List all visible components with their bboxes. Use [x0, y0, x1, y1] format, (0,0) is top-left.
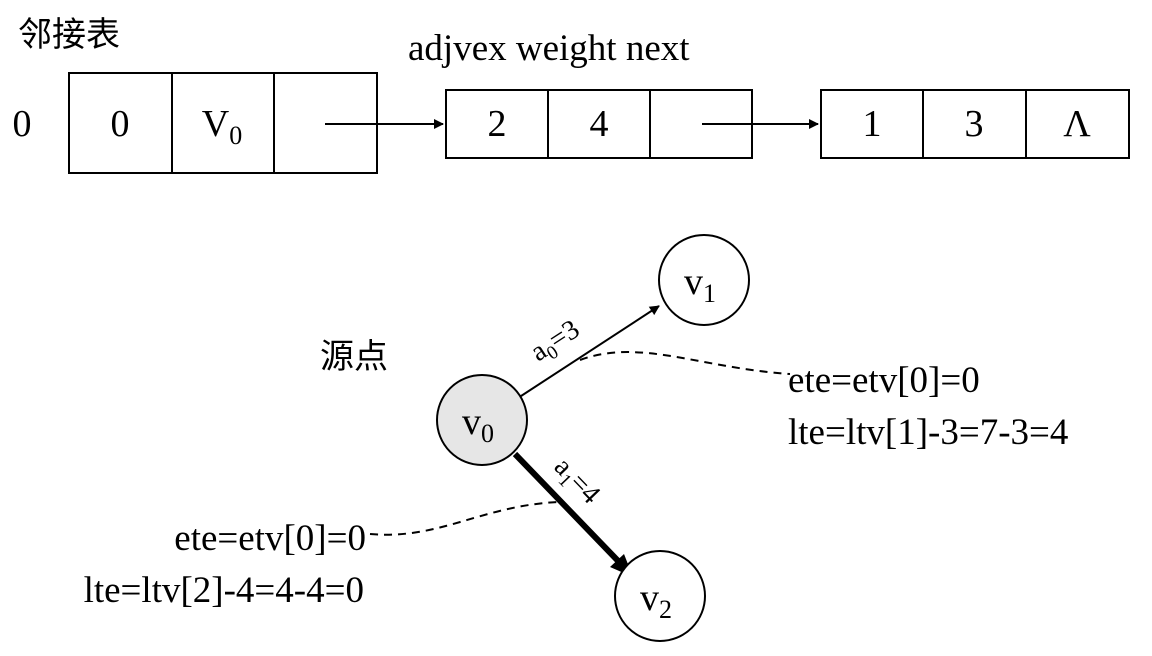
- edge-v0-v1: [517, 305, 660, 399]
- edge-label-a1: a1=4: [545, 451, 606, 513]
- edge-node-box: [445, 89, 753, 159]
- graph-node-v0: v0: [436, 374, 528, 466]
- graph-node-v0-label: v0: [462, 401, 494, 448]
- vertex-cell-name: V0: [202, 103, 242, 150]
- graph-node-v2-label: v2: [640, 577, 672, 624]
- annotation-leader-a0: [579, 351, 791, 375]
- field-header: adjvex weight next: [408, 28, 690, 69]
- edge-node: 1 3 Λ: [820, 89, 1130, 159]
- edge-weight: 4: [590, 103, 609, 145]
- annotation-a0-lte: lte=ltv[1]-3=7-3=4: [788, 412, 1068, 453]
- annotation-a1-ete: ete=etv[0]=0: [174, 518, 366, 559]
- annotation-a1-lte: lte=ltv[2]-4=4-4=0: [84, 570, 364, 611]
- edge-v0-v2: [512, 451, 625, 568]
- edge-adjvex: 2: [488, 103, 507, 145]
- edge-node: 2 4: [445, 89, 753, 159]
- graph-node-v1-label: v1: [684, 261, 716, 308]
- edge-adjvex: 1: [863, 103, 882, 145]
- vertex-cell-index: 0: [111, 103, 130, 145]
- edge-label-a0: a0=3: [525, 314, 587, 372]
- graph-node-v1-circle: [658, 234, 750, 326]
- adjacency-list-title: 邻接表: [18, 15, 120, 55]
- source-label: 源点: [320, 337, 388, 377]
- graph-node-v2: v2: [614, 550, 706, 642]
- edge-node-box: [820, 89, 1130, 159]
- null-pointer-symbol: Λ: [1063, 103, 1091, 145]
- graph-node-v2-circle: [614, 550, 706, 642]
- annotation-leader-a1: [369, 501, 559, 536]
- vertex-index: 0: [13, 103, 32, 145]
- graph-node-v0-circle: [436, 374, 528, 466]
- annotation-a0-ete: ete=etv[0]=0: [788, 360, 980, 401]
- graph-node-v1: v1: [658, 234, 750, 326]
- edge-weight: 3: [965, 103, 984, 145]
